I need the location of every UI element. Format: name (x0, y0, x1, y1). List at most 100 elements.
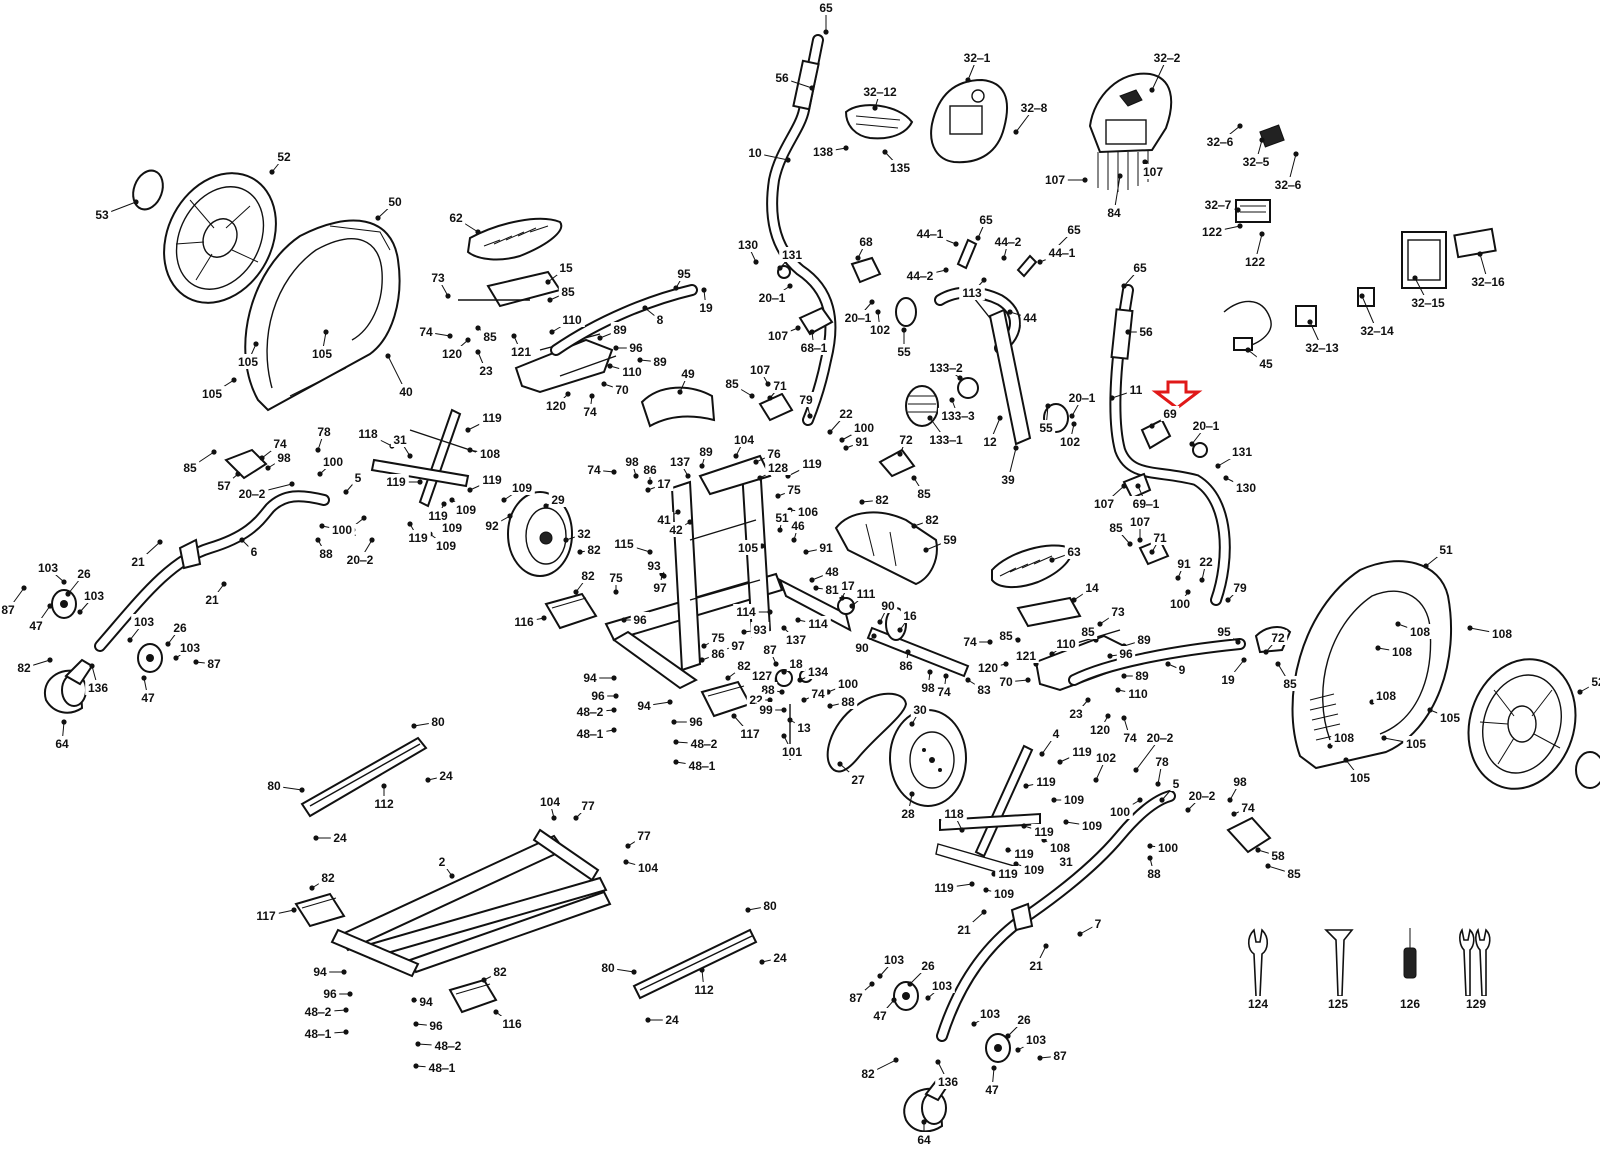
label-background (913, 226, 947, 241)
fastener-dot (133, 199, 139, 205)
part-label-5: 5 (355, 471, 362, 485)
fastener-dot (1069, 413, 1075, 419)
label-background (320, 454, 346, 469)
part-label-29: 29 (551, 493, 565, 507)
console-boards (1223, 124, 1497, 351)
fastener-dot (347, 991, 353, 997)
fastener-dot (943, 673, 949, 679)
part-label-114: 114 (808, 617, 828, 631)
fastener-dot (877, 619, 883, 625)
right-rear-rollers (893, 981, 1011, 1063)
fastener-dot (687, 519, 693, 525)
label-background (329, 522, 355, 537)
console-main (930, 78, 1008, 164)
part-label-85: 85 (183, 461, 197, 475)
label-background (634, 698, 654, 713)
label-background (310, 964, 330, 979)
label-background (559, 312, 585, 327)
label-background (991, 234, 1025, 249)
part-label-96: 96 (591, 689, 605, 703)
part-label-30: 30 (913, 703, 927, 717)
label-background (1373, 688, 1399, 703)
label-background (416, 324, 436, 339)
fastener-dot (239, 537, 245, 543)
label-background (371, 796, 397, 811)
part-label-27: 27 (851, 773, 865, 787)
part-label-44‒2: 44‒2 (907, 269, 934, 283)
part-label-137: 137 (786, 633, 806, 647)
fastener-dot (969, 881, 975, 887)
fastener-dot (875, 309, 881, 315)
label-background (788, 518, 808, 533)
label-background (918, 958, 938, 973)
fastener-dot (809, 329, 815, 335)
fastener-dot (231, 377, 237, 383)
right-front-wheel-hub (903, 1074, 952, 1133)
fastener-dot (317, 471, 323, 477)
fastener-dot (911, 523, 917, 529)
fastener-dot (315, 537, 321, 543)
label-background (1230, 580, 1250, 595)
fastener-dot (733, 453, 739, 459)
base-end-cap-left (294, 892, 346, 928)
label-background (202, 592, 222, 607)
right-lower-pedal-rail (936, 790, 1176, 1042)
label-background (1152, 754, 1172, 769)
part-label-131: 131 (1232, 445, 1252, 459)
label-background (1218, 672, 1238, 687)
part-label-136: 136 (88, 681, 108, 695)
fastener-dot (673, 285, 679, 291)
part-label-65: 65 (819, 1, 833, 15)
fastener-dot (1125, 329, 1131, 335)
part-label-112: 112 (694, 983, 714, 997)
part-label-51: 51 (775, 511, 789, 525)
fastener-dot (1137, 797, 1143, 803)
part-label-97: 97 (731, 639, 745, 653)
fastener-dot (645, 487, 651, 493)
part-label-44‒1: 44‒1 (917, 227, 944, 241)
label-background (903, 268, 937, 283)
part-label-80: 80 (601, 961, 615, 975)
label-background (1143, 730, 1177, 745)
fastener-dot (475, 325, 481, 331)
label-background (1042, 172, 1068, 187)
part-label-134: 134 (808, 665, 828, 679)
fastener-dot (777, 265, 783, 271)
part-label-87: 87 (1, 603, 15, 617)
fastener-dot (1155, 781, 1161, 787)
fastener-dot (21, 585, 27, 591)
part-label-24: 24 (333, 831, 347, 845)
label-background (439, 520, 465, 535)
fastener-dot (897, 451, 903, 457)
fastener-dot (1037, 1055, 1043, 1061)
part-label-98: 98 (277, 451, 291, 465)
fastener-dot (467, 447, 473, 453)
label-background (779, 247, 805, 262)
double-wrench-icon (1459, 927, 1491, 997)
fastener-dot (921, 1119, 927, 1125)
part-label-56: 56 (775, 71, 789, 85)
left-rear-rollers (51, 589, 163, 673)
fastener-dot (265, 465, 271, 471)
fastener-dot (1127, 541, 1133, 547)
label-background (853, 586, 879, 601)
part-label-99: 99 (759, 703, 773, 717)
part-label-116: 116 (514, 615, 534, 629)
label-background (846, 990, 866, 1005)
fastener-dot (313, 835, 319, 841)
fastener-dot (673, 739, 679, 745)
label-background (81, 588, 107, 603)
upper-pedal-arm-right (1068, 638, 1246, 686)
part-label-119: 119 (482, 411, 502, 425)
part-label-117: 117 (256, 909, 276, 923)
label-background (1150, 50, 1184, 65)
part-label-32‒1: 32‒1 (964, 51, 991, 65)
label-background (1403, 736, 1429, 751)
fastener-dot (165, 641, 171, 647)
label-background (1093, 750, 1119, 765)
label-background (1017, 100, 1051, 115)
part-label-32‒7: 32‒7 (1205, 198, 1232, 212)
fastener-dot (1149, 87, 1155, 93)
part-label-102: 102 (870, 323, 890, 337)
part-label-127: 127 (752, 669, 772, 683)
